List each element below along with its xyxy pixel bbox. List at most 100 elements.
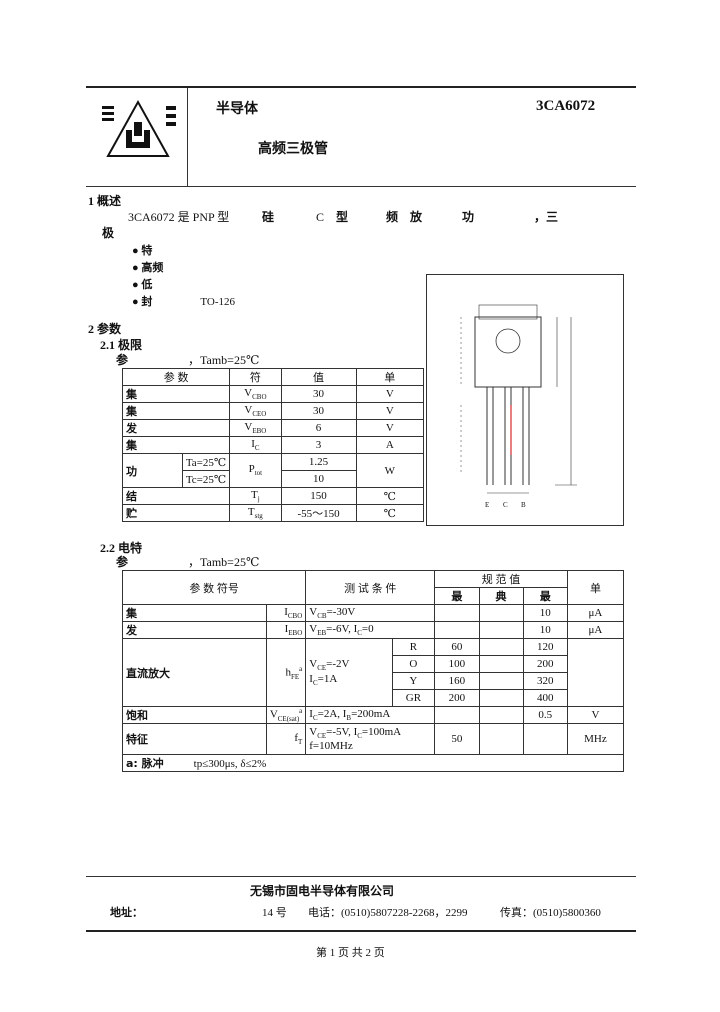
table-row: 贮 Tstg -55～150 ℃ [121,504,425,522]
footer-address-number: 14 号 [262,907,287,919]
value-cell: 30 [280,385,357,403]
value-cell: 3 [280,436,357,454]
param-cell: 特征 [122,723,267,755]
param-cell: 集 [121,402,231,420]
header-unit: 单 [355,368,425,386]
header-max: 最 [522,587,568,605]
table-header-row: 参 数 符 值 单 [121,368,425,386]
min-cell [434,621,480,639]
section2-1-heading: 2.1 极限 [100,338,143,352]
cond-cell: IC=2A, IB=200mA [305,706,436,724]
intro-word: 硅 [262,210,275,224]
min-cell: 50 [434,723,480,755]
cond-cell: Tc=25℃ [181,470,231,488]
electrical-table: 参 数 符号 测 试 条 件 规 范 值 单 最 典 最 集 ICBO VCB=… [121,570,625,772]
intro-word: 频 [386,210,399,224]
unit-cell: A [355,436,425,454]
cond-cell: VEB=-6V, IC=0 [305,621,436,639]
pin-label: B [521,501,526,509]
symbol-cell: Tj [229,487,282,505]
table-row: 集 IC 3 A [121,436,425,454]
table-header-row: 参 数 符号 测 试 条 件 规 范 值 单 [121,570,625,605]
header-param: 参 数 [121,368,231,386]
param-cell: 功 [122,453,183,488]
absolute-max-table: 参 数 符 值 单 集 VCBO 30 V 集 VCEO 30 V 发 VEBO… [121,368,425,522]
unit-cell: ℃ [355,487,425,505]
symbol-cell: IEBO [265,621,307,639]
header-param: 参 数 符号 [121,570,307,605]
max-cell: 320 [522,672,568,690]
company-name: 无锡市固电半导体有限公司 [250,884,395,898]
symbol-cell: VEBO [229,419,282,437]
max-cell: 10 [522,621,568,639]
min-cell [434,706,480,724]
page-number: 第 1 页 共 2 页 [316,947,385,959]
header-value: 值 [280,368,357,386]
symbol-cell: IC [229,436,282,454]
typ-cell [478,723,524,755]
table-row: 饱和 VCE(sat)a IC=2A, IB=200mA 0.5 V [122,706,625,724]
symbol-cell: hFEa [265,638,307,707]
table-row: GR 200 400 [123,689,624,707]
unit-cell: μA [566,621,625,639]
max-cell: 200 [522,655,568,673]
typ-cell [478,672,524,690]
grade-cell: Y [391,672,436,690]
table-row: 发 VEBO 6 V [121,419,425,437]
section1-heading: 1 概述 [88,194,122,208]
table-row: 结 Tj 150 ℃ [121,487,425,505]
table-row: 功 Ta=25℃ Ptot 1.25 W [122,453,425,488]
max-cell: 10 [522,604,568,622]
param-cell: 直流放大 [122,638,267,707]
typ-cell [478,621,524,639]
symbol-cell: Ptot [229,453,282,488]
header-symbol: 符 [229,368,282,386]
cond-cell: Ta=25℃ [181,453,231,471]
symbol-cell: fT [265,723,307,755]
unit-cell [566,638,625,707]
section2-2-heading: 2.2 电特 [100,541,143,555]
elec-condition: 参，Tamb=25℃ [116,555,260,569]
header-unit: 单 [566,570,625,605]
header-typ: 典 [478,587,524,605]
typ-cell [478,655,524,673]
unit-cell: MHz [566,723,625,755]
unit-cell: V [355,385,425,403]
table-row: 集 VCBO 30 V [121,385,425,403]
typ-cell [478,689,524,707]
param-cell: 发 [122,621,267,639]
section2-heading: 2 参数 [88,322,122,336]
value-cell: 30 [280,402,357,420]
min-cell: 160 [434,672,480,690]
max-cell: 400 [522,689,568,707]
symbol-cell: ICBO [265,604,307,622]
header-min: 最 [434,587,480,605]
unit-cell: V [355,419,425,437]
header-top-rule [86,86,636,88]
intro-word: 极 [102,226,115,240]
grade-cell: R [391,638,436,656]
value-cell: 150 [280,487,357,505]
section1-intro: 3CA6072 是 PNP 型 [128,210,230,224]
title-cn-1: 半导体 [216,101,258,117]
param-cell: 饱和 [122,706,267,724]
pin-label: E [485,501,490,509]
intro-word: ，三 [534,210,559,224]
table-row: 集 ICBO VCB=-30V 10 μA [122,604,625,622]
symbol-cell: VCEO [229,402,282,420]
intro-word: C [316,210,325,224]
typ-cell [478,604,524,622]
value-cell: 1.25 [280,453,357,471]
feature-label: 特 [141,244,153,257]
unit-cell: ℃ [355,504,425,522]
grade-cell: GR [391,689,436,707]
value-cell: -55～150 [280,504,357,522]
abs-condition: 参，Tamb=25℃ [116,353,260,367]
param-cell: 发 [121,419,231,437]
